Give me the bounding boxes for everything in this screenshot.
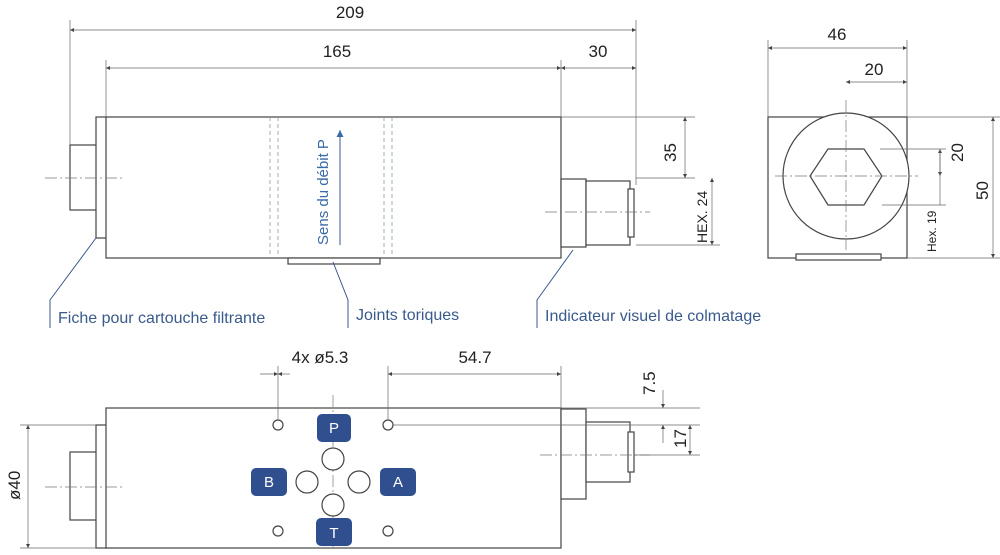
mount-hole-bottom-left — [272, 525, 284, 537]
port-hole-p — [321, 447, 345, 471]
indicator-base — [560, 178, 587, 248]
dim-end-offset-h: 20 — [865, 60, 884, 79]
dim-overall-length: 209 — [336, 3, 364, 22]
end-view-recess — [795, 253, 882, 261]
port-hole-t — [321, 493, 345, 517]
callout-indicator: Indicateur visuel de colmatage — [545, 308, 761, 325]
dim-end-width: 46 — [828, 25, 847, 44]
bottom-view: P B A T 4x ø5.3 54.7 7.5 17 ø40 — [5, 348, 700, 550]
side-view: Sens du débit P 209 165 30 35 HEX. 24 Fi… — [45, 3, 761, 328]
dim-hole-spacing: 54.7 — [458, 348, 491, 367]
filter-plug-outer — [69, 144, 101, 211]
callout-filter-plug: Fiche pour cartouche filtrante — [58, 310, 265, 327]
port-badge-a — [380, 468, 416, 496]
mount-hole-top-left — [272, 419, 284, 431]
indicator-base-bottom — [560, 408, 587, 500]
dim-body-length: 165 — [323, 42, 351, 61]
plug-flange-bottom — [95, 424, 108, 549]
dim-height-35: 35 — [661, 143, 680, 162]
dim-holes: 4x ø5.3 — [292, 348, 349, 367]
port-hole-b — [295, 470, 319, 494]
indicator-cap-bottom — [627, 431, 635, 473]
port-label-p: P — [329, 420, 339, 437]
end-view: 46 20 50 20 Hex. 19 — [767, 25, 1000, 261]
plug-outer-bottom — [69, 451, 101, 521]
dim-hex-24: HEX. 24 — [694, 191, 710, 243]
callout-seals: Joints toriques — [356, 307, 459, 324]
dim-diameter-40: ø40 — [5, 471, 24, 500]
filter-body-side — [105, 116, 562, 259]
port-hole-a — [347, 470, 371, 494]
dim-offset-17: 17 — [671, 429, 690, 448]
port-label-a: A — [393, 474, 403, 491]
port-badge-t — [316, 518, 352, 546]
dim-hex-19: Hex. 19 — [925, 210, 939, 252]
dim-indicator-length: 30 — [589, 42, 608, 61]
indicator-body — [585, 180, 631, 246]
flow-direction-label: Sens du débit P — [315, 139, 332, 245]
mount-hole-bottom-right — [382, 525, 394, 537]
port-label-t: T — [329, 525, 338, 542]
mount-hole-top-right — [382, 419, 394, 431]
indicator-body-bottom — [585, 421, 631, 483]
dim-end-height: 50 — [973, 181, 992, 200]
indicator-cap — [627, 188, 635, 238]
port-label-b: B — [264, 474, 274, 491]
dim-offset-7-5: 7.5 — [640, 371, 659, 395]
port-badge-p — [317, 414, 351, 442]
filter-plug-flange — [95, 116, 108, 239]
port-badge-b — [251, 468, 287, 496]
dim-end-offset-v: 20 — [948, 143, 967, 162]
seal-recess — [287, 257, 381, 265]
